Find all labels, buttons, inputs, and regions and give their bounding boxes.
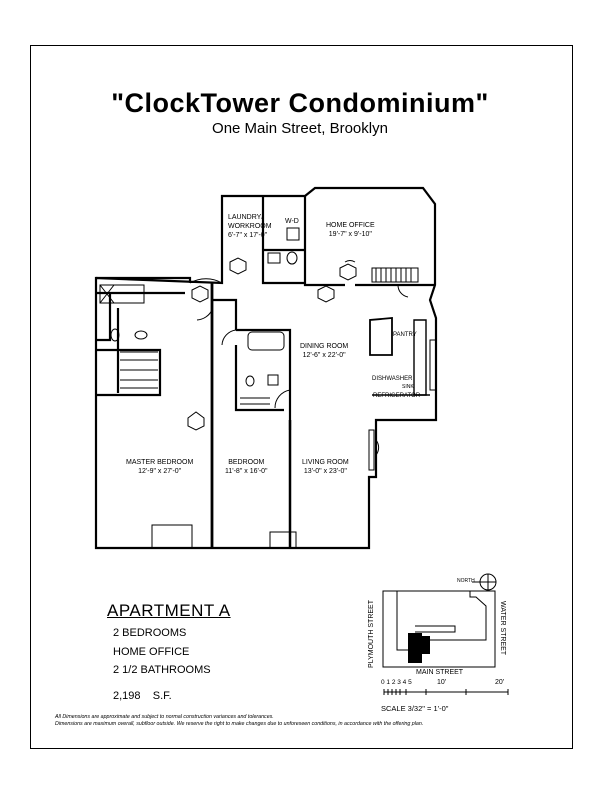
north-label: NORTH — [457, 578, 475, 584]
dining-label: DINING ROOM 12'-6" x 22'-0" — [300, 343, 348, 361]
living-room-dims: 13'-0" x 23'-0" — [303, 467, 347, 475]
laundry-label: LAUNDRY/ WORKROOM 6'-7" x 17'-0" — [228, 214, 272, 240]
dishwasher-label: DISHWASHER — [372, 376, 413, 382]
scale-twenty: 20' — [495, 679, 505, 686]
sink-label: SINK — [402, 384, 414, 390]
bedroom-name: BEDROOM — [228, 459, 265, 466]
scale-ten: 10' — [437, 679, 447, 686]
apartment-bedrooms: 2 BEDROOMS — [113, 627, 187, 639]
disclaimer-line-2: Dimensions are maximum overall, subfloor… — [55, 721, 424, 727]
scale-ticks: 0 1 2 3 4 5 — [381, 679, 412, 686]
living-room-name: LIVING ROOM — [302, 459, 349, 466]
main-street-label: MAIN STREET — [416, 669, 464, 676]
apartment-bathrooms: 2 1/2 BATHROOMS — [113, 664, 211, 676]
bedroom-dims: 11'-8" x 16'-0" — [225, 467, 268, 475]
home-office-name: HOME OFFICE — [326, 222, 375, 229]
plymouth-street-label: PLYMOUTH STREET — [368, 600, 375, 668]
master-bedroom-name: MASTER BEDROOM — [126, 459, 194, 466]
living-room-label: LIVING ROOM 13'-0" x 23'-0" — [302, 459, 349, 477]
laundry-dims: 6'-7" x 17'-0" — [228, 231, 268, 239]
master-bedroom-dims: 12'-9" x 27'-0" — [138, 467, 182, 475]
dining-dims: 12'-6" x 22'-0" — [302, 351, 346, 359]
master-bedroom-label: MASTER BEDROOM 12'-9" x 27'-0" — [126, 459, 193, 477]
page-title: "ClockTower Condominium" — [111, 88, 489, 118]
sheet-border — [30, 45, 573, 749]
disclaimer-line-1: All Dimensions are approximate and subje… — [55, 714, 274, 720]
scale-label: SCALE 3/32" = 1'-0" — [381, 704, 449, 713]
apartment-area: 2,198 S.F. — [113, 690, 172, 702]
laundry-name: LAUNDRY/ WORKROOM — [228, 214, 272, 230]
apartment-location-marker — [408, 633, 422, 663]
pantry-label: PANTRY — [393, 332, 417, 338]
apartment-office: HOME OFFICE — [113, 646, 190, 658]
home-office-label: HOME OFFICE 19'-7" x 9'-10" — [326, 222, 375, 240]
water-street-label: WATER STREET — [499, 601, 506, 656]
refrigerator-label: REFRIGERATOR — [373, 393, 421, 399]
dining-name: DINING ROOM — [300, 343, 349, 350]
address: One Main Street, Brooklyn — [212, 120, 388, 137]
home-office-dims: 19'-7" x 9'-10" — [328, 230, 372, 238]
apartment-title: APARTMENT A — [107, 601, 231, 620]
wd-label: W-D — [285, 218, 299, 225]
bedroom-label: BEDROOM 11'-8" x 16'-0" — [225, 459, 268, 477]
